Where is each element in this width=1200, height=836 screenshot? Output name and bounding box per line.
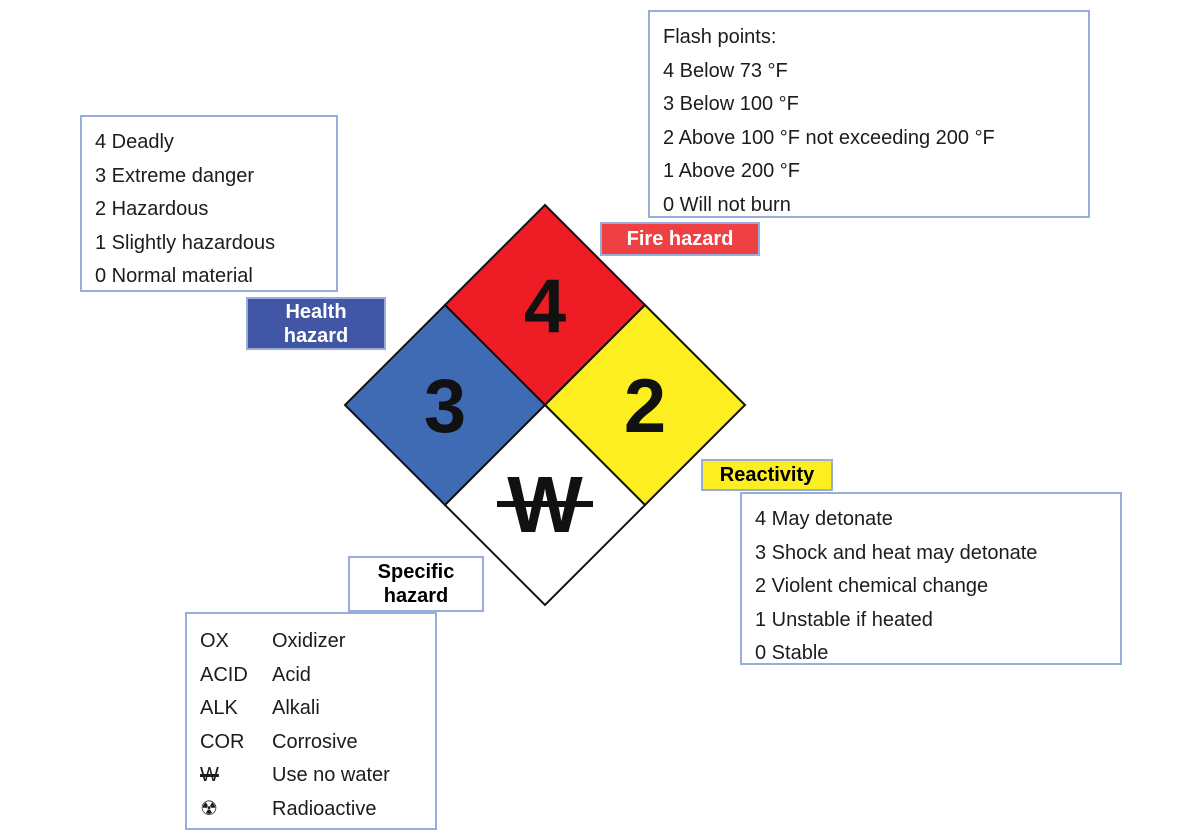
fire-rating: 4: [524, 264, 566, 349]
legend-line: 2 Above 100 °F not exceeding 200 °F: [663, 126, 995, 149]
legend-line: 0 Stable: [755, 642, 829, 664]
hazard-desc: Use no water: [272, 764, 390, 786]
legend-line: 3 Extreme danger: [95, 164, 254, 187]
hazard-code: COR: [200, 730, 245, 753]
health-hazard-label: Health hazard: [246, 297, 386, 350]
health-hazard-label-line2: hazard: [283, 324, 349, 347]
specific-hazard-label: Specific hazard: [348, 556, 484, 612]
legend-line: 0 Normal material: [95, 265, 253, 287]
legend-row: COR Corrosive: [200, 726, 423, 760]
radioactive-icon: ☢: [200, 797, 218, 820]
legend-line: 4 Deadly: [95, 131, 174, 153]
legend-line: 3 Shock and heat may detonate: [755, 541, 1038, 564]
health-rating: 3: [424, 364, 466, 449]
nfpa-diamond: 4 3 2 W: [343, 203, 747, 607]
health-legend: 4 Deadly 3 Extreme danger 2 Hazardous 1 …: [80, 115, 338, 292]
hazard-desc: Oxidizer: [272, 630, 346, 652]
legend-row: W Use no water: [200, 759, 423, 793]
legend-line: 4 Below 73 °F: [663, 59, 788, 82]
specific-hazard-label-line2: hazard: [383, 585, 449, 607]
flash-points-legend: Flash points: 4 Below 73 °F 3 Below 100 …: [648, 10, 1090, 218]
hazard-code: ACID: [200, 663, 248, 686]
legend-row: ACID Acid: [200, 659, 423, 693]
health-hazard-label-line1: Health: [285, 300, 347, 323]
legend-line: 2 Violent chemical change: [755, 575, 989, 597]
legend-line: 3 Below 100 °F: [663, 93, 799, 115]
legend-row: OX Oxidizer: [200, 625, 423, 659]
reactivity-label: Reactivity: [701, 459, 833, 491]
legend-line: 2 Hazardous: [95, 198, 209, 220]
hazard-desc: Radioactive: [272, 797, 377, 820]
legend-line: 1 Unstable if heated: [755, 608, 933, 631]
legend-row: ☢ Radioactive: [200, 793, 423, 827]
flash-points-title: Flash points:: [663, 26, 777, 48]
hazard-code: OX: [200, 630, 229, 652]
legend-row: ALK Alkali: [200, 692, 423, 726]
hazard-desc: Acid: [272, 663, 311, 686]
specific-hazard-label-line1: Specific: [377, 561, 455, 583]
reactivity-legend: 4 May detonate 3 Shock and heat may deto…: [740, 492, 1122, 665]
legend-line: 0 Will not burn: [663, 193, 791, 216]
fire-hazard-label: Fire hazard: [600, 222, 760, 256]
hazard-code: ALK: [200, 697, 238, 719]
specific-hazard-legend: OX Oxidizer ACID Acid ALK Alkali COR Cor…: [185, 612, 437, 830]
hazard-desc: Corrosive: [272, 730, 358, 753]
legend-line: 1 Above 200 °F: [663, 160, 800, 182]
legend-line: 4 May detonate: [755, 508, 893, 530]
reactivity-rating: 2: [624, 364, 666, 449]
hazard-desc: Alkali: [272, 697, 320, 719]
use-no-water-code: W: [200, 764, 219, 786]
legend-line: 1 Slightly hazardous: [95, 231, 276, 254]
